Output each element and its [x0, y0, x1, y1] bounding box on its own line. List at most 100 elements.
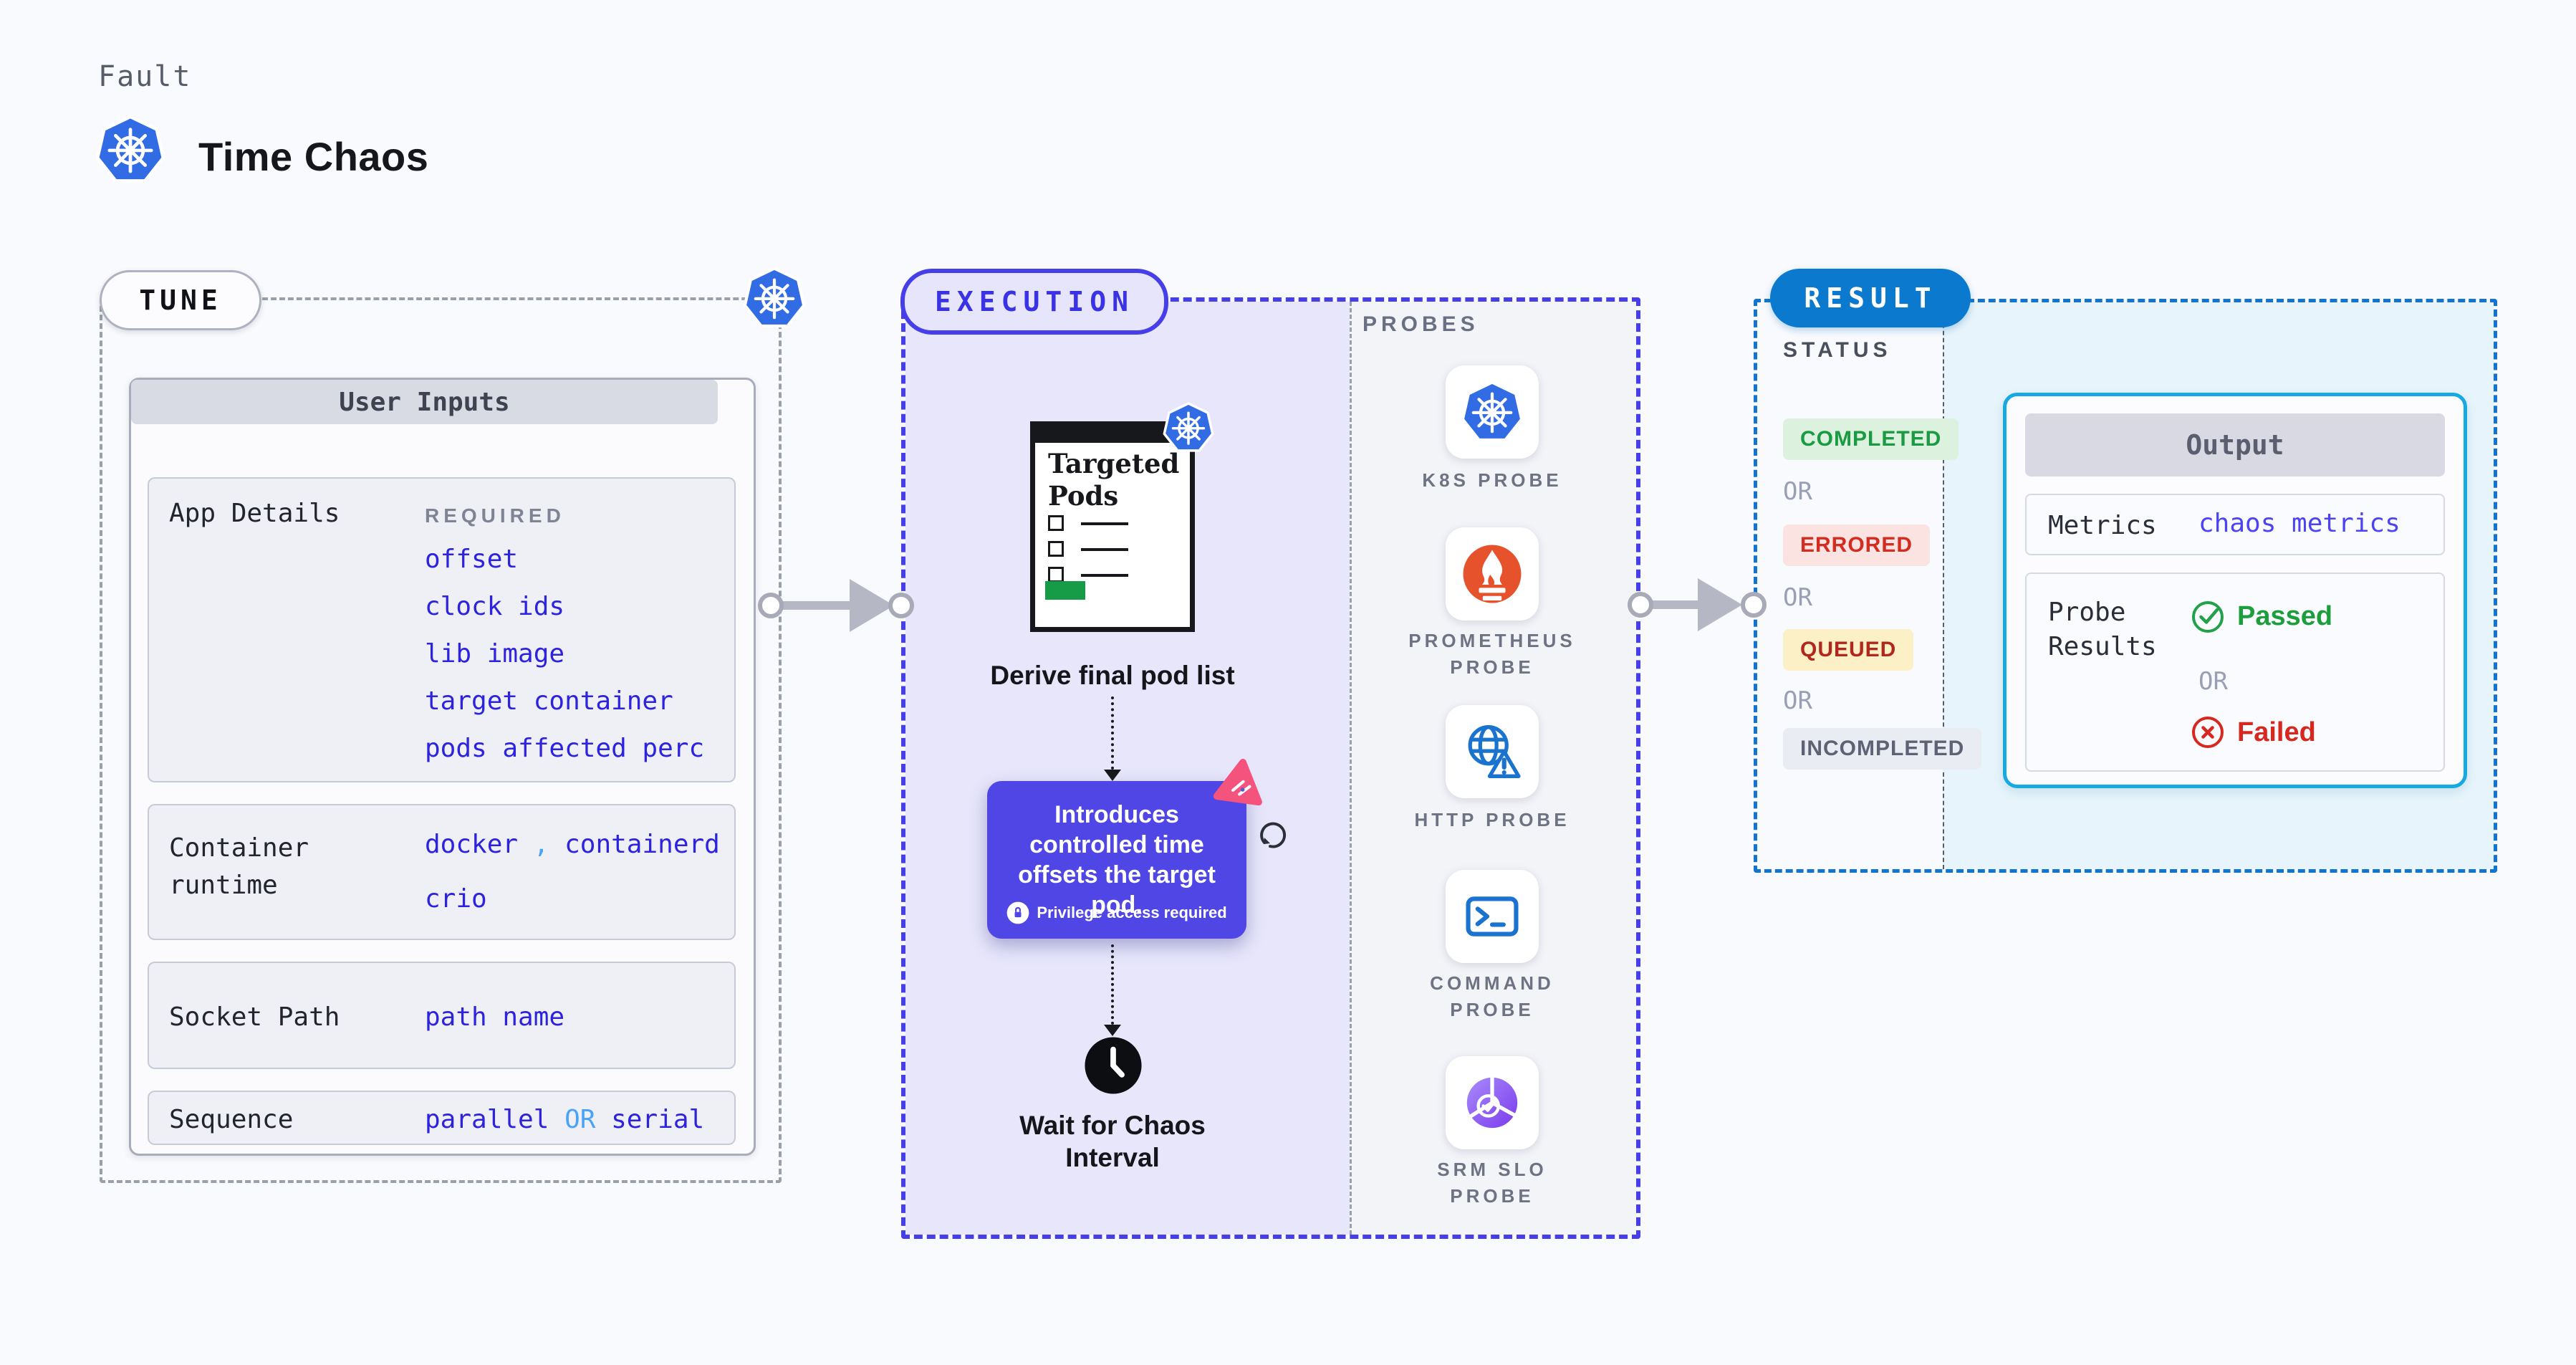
sequence-serial: serial	[611, 1105, 705, 1134]
probes-divider	[1350, 302, 1352, 1235]
output-title: Output	[2025, 413, 2445, 476]
check-circle-icon	[2190, 598, 2226, 634]
kubernetes-icon	[1163, 402, 1214, 454]
failed-result: Failed	[2190, 714, 2316, 750]
execution-badge: EXECUTION	[900, 269, 1168, 335]
tune-panel	[100, 297, 782, 1183]
status-title: STATUS	[1783, 338, 1892, 362]
app-details-row: App Details REQUIRED offset clock ids li…	[148, 477, 736, 782]
kubernetes-icon	[95, 115, 165, 185]
socket-path-row: Socket Path path name	[148, 962, 736, 1069]
probe-label: HTTP PROBE	[1414, 809, 1570, 830]
app-detail-value: lib image	[425, 639, 565, 669]
app-detail-value: clock ids	[425, 592, 565, 621]
terminal-icon	[1461, 885, 1524, 948]
metrics-value: chaos metrics	[2198, 509, 2400, 538]
metrics-row: Metrics chaos metrics	[2025, 494, 2445, 555]
sequence-or: OR	[564, 1105, 596, 1134]
probe-card-prometheus	[1446, 527, 1539, 621]
progress-bar	[1045, 581, 1085, 600]
container-runtime-label: Container runtime	[169, 833, 309, 900]
required-label: REQUIRED	[425, 504, 565, 527]
probe-card-http	[1446, 705, 1539, 798]
passed-result: Passed	[2190, 598, 2332, 634]
lock-icon	[1006, 901, 1029, 924]
flow-arrow-dot	[1741, 592, 1767, 618]
status-badge-errored: ERRORED	[1783, 525, 1931, 566]
flow-arrow-line	[781, 601, 855, 610]
or-label: OR	[1783, 686, 1812, 715]
x-circle-icon	[2190, 714, 2226, 750]
probe-card-command	[1446, 870, 1539, 963]
litmus-chaos-icon	[1211, 755, 1268, 811]
sequence-parallel: parallel	[425, 1105, 549, 1134]
page-title: Time Chaos	[198, 134, 429, 179]
kubernetes-icon	[1461, 380, 1524, 444]
wait-interval-label: Wait for Chaos Interval	[1019, 1111, 1206, 1172]
targeted-pods-title: Targeted Pods	[1048, 448, 1180, 512]
flow-arrow-head	[850, 579, 894, 632]
flow-arrow-head	[1698, 578, 1742, 631]
probe-label: COMMAND PROBE	[1430, 972, 1554, 1020]
status-badge-queued: QUEUED	[1783, 629, 1914, 671]
result-badge: RESULT	[1770, 269, 1971, 327]
refresh-icon	[1254, 817, 1289, 853]
user-inputs-card: User Inputs App Details REQUIRED offset …	[129, 378, 756, 1156]
probe-results-label: Probe Results	[2048, 598, 2157, 661]
targeted-pods-graphic: Targeted Pods	[1030, 421, 1195, 632]
or-label: OR	[1783, 477, 1812, 506]
probe-label: K8S PROBE	[1422, 469, 1562, 491]
prometheus-icon	[1461, 542, 1524, 605]
failed-label: Failed	[2237, 717, 2316, 747]
flow-arrow-dot	[888, 593, 914, 618]
fault-eyebrow: Fault	[98, 60, 192, 93]
chaos-tooltip: Introduces controlled time offsets the t…	[987, 781, 1246, 939]
flow-dotted-line	[1111, 696, 1114, 770]
probe-label: SRM SLO PROBE	[1437, 1159, 1547, 1207]
flow-arrow-line	[1650, 600, 1703, 609]
app-details-label: App Details	[169, 499, 340, 528]
runtime-containerd: containerd	[564, 830, 720, 859]
output-card: Output Metrics chaos metrics Probe Resul…	[2003, 393, 2467, 788]
down-arrow-icon	[1104, 1025, 1121, 1036]
passed-label: Passed	[2237, 600, 2333, 631]
probe-results-row: Probe Results Passed OR Failed	[2025, 573, 2445, 772]
flow-dotted-line	[1111, 944, 1114, 1025]
privilege-note-text: Privilege access required	[1037, 904, 1227, 921]
app-detail-value: pods affected perc	[425, 734, 705, 763]
metrics-label: Metrics	[2048, 511, 2157, 540]
sequence-row: Sequence parallel OR serial	[148, 1091, 736, 1145]
status-badge-incompleted: INCOMPLETED	[1783, 728, 1982, 770]
sequence-label: Sequence	[169, 1105, 294, 1134]
user-inputs-title: User Inputs	[131, 380, 718, 424]
flow-arrow-dot	[758, 593, 784, 618]
sequence-values: parallel OR serial	[425, 1105, 704, 1134]
container-runtime-row: Container runtime docker , containerd cr…	[148, 804, 736, 940]
http-globe-icon	[1461, 720, 1524, 783]
probe-label: PROMETHEUS PROBE	[1408, 630, 1576, 678]
runtime-separator: ,	[533, 830, 549, 859]
srm-slo-icon	[1461, 1071, 1524, 1134]
or-label: OR	[1783, 583, 1812, 612]
down-arrow-icon	[1104, 770, 1121, 781]
app-detail-value: offset	[425, 545, 519, 574]
or-label: OR	[2198, 667, 2228, 696]
tooltip-text: Introduces controlled time offsets the t…	[1018, 801, 1216, 919]
runtime-docker: docker	[425, 830, 519, 859]
flow-arrow-dot	[1628, 592, 1653, 618]
status-divider	[1943, 302, 1944, 869]
socket-path-value: path name	[425, 1002, 565, 1032]
status-badge-completed: COMPLETED	[1783, 418, 1959, 460]
app-detail-value: target container	[425, 686, 673, 716]
kubernetes-icon	[743, 267, 806, 330]
tune-badge: TUNE	[100, 270, 261, 330]
privilege-note: Privilege access required	[987, 901, 1246, 924]
socket-path-label: Socket Path	[169, 1002, 340, 1032]
probe-card-k8s	[1446, 365, 1539, 459]
derive-pod-list-label: Derive final pod list	[990, 661, 1235, 690]
probes-title: PROBES	[1363, 312, 1479, 336]
container-runtime-values: docker , containerd	[425, 830, 720, 859]
runtime-crio: crio	[425, 884, 487, 914]
probe-card-srm-slo	[1446, 1056, 1539, 1149]
